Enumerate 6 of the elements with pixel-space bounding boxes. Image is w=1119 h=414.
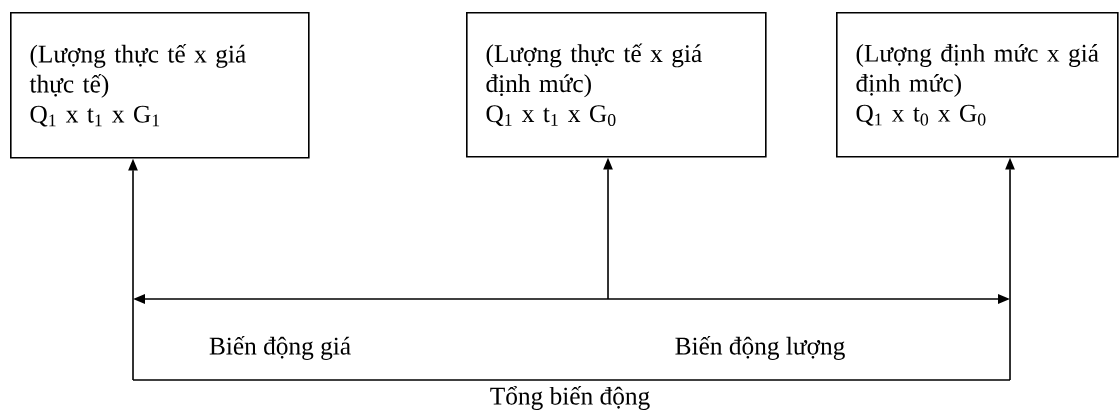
text-box: (Lượng thực tế x giá thực tế) Q$_{1}$ x t$_{1}$ x G$_{1}$ <box>10 12 310 159</box>
label: Biến động lượng <box>675 336 845 360</box>
text-box: (Lượng định mức x giá định mức) Q$_{1}$ x t$_{0}$ x G$_{0}$ <box>836 12 1119 158</box>
label: Tổng biến động <box>490 386 650 410</box>
text-box: (Lượng thực tế x giá định mức) Q$_{1}$ x t$_{1}$ x G$_{0}$ <box>466 12 767 158</box>
label: Biến động giá <box>209 336 351 360</box>
